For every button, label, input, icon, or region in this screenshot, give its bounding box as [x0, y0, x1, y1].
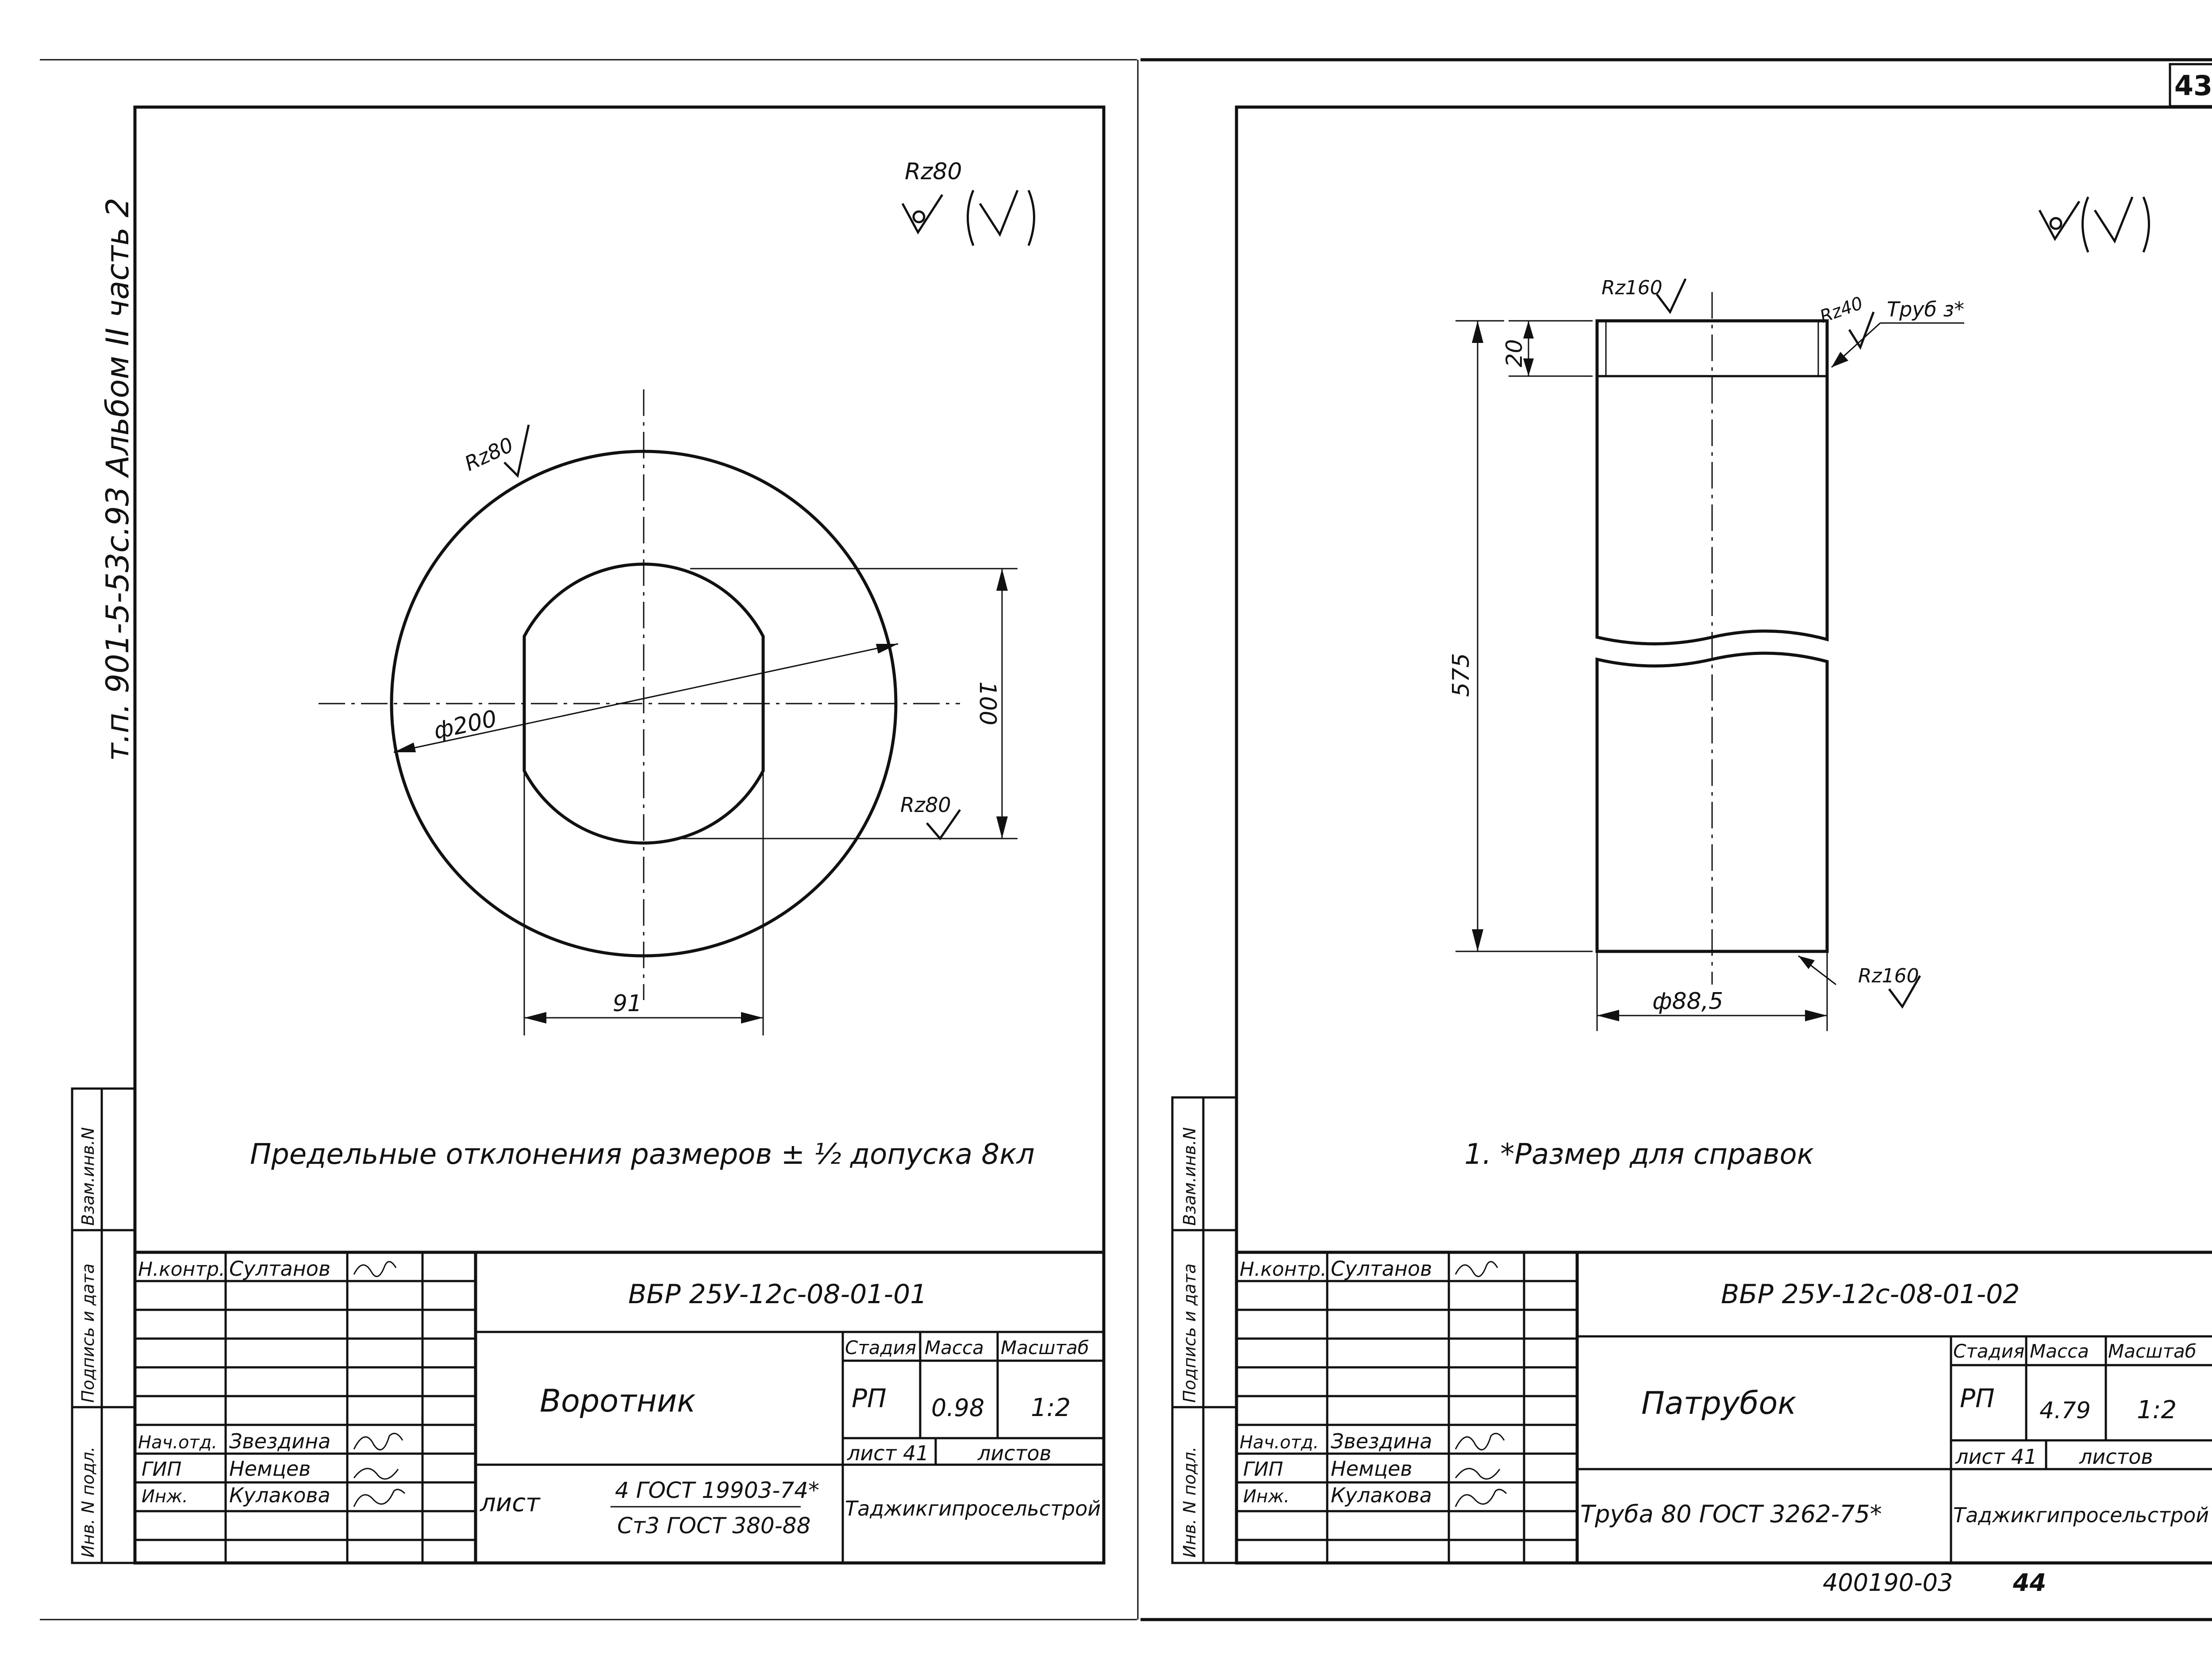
right-title-block [1237, 1251, 2212, 1563]
left-role-2: Нач.отд. [138, 1432, 217, 1453]
left-side-inv-no: Инв. N подл. [78, 1447, 98, 1558]
washer-diameter-label: ф200 [431, 705, 499, 745]
left-sheets-label: листов [977, 1441, 1052, 1465]
left-name-2: Звездина [229, 1429, 330, 1453]
right-side-signature-date: Подпись и дата [1180, 1263, 1199, 1403]
left-col-stage: Стадия [845, 1337, 916, 1358]
left-signatures [353, 1261, 406, 1507]
right-scale: 1:2 [2137, 1396, 2177, 1424]
pipe-roughness-bottom: Rz160 [1858, 965, 1919, 987]
right-col-mass: Масса [2030, 1340, 2089, 1362]
left-role-4: Инж. [142, 1486, 188, 1507]
right-designation: ВБР 25У-12с-08-01-02 [1721, 1279, 2020, 1310]
left-roughness-symbol [901, 190, 1035, 246]
left-mass: 0.98 [931, 1394, 984, 1422]
right-name-4: Кулакова [1331, 1483, 1432, 1507]
right-organization: Таджикгипросельстрой [1953, 1503, 2209, 1527]
pipe-lower-body [1595, 651, 1829, 953]
right-role-2: Нач.отд. [1240, 1432, 1319, 1453]
left-scale: 1:2 [1031, 1393, 1071, 1422]
left-designation: ВБР 25У-12с-08-01-01 [628, 1279, 927, 1310]
left-sheet-no: лист 41 [847, 1441, 929, 1465]
right-role-4: Инж. [1243, 1486, 1290, 1507]
right-role-3: ГИП [1243, 1458, 1283, 1481]
left-role-1: Н.контр. [138, 1258, 225, 1281]
washer-roughness-outer: Rz80 [461, 433, 517, 476]
left-material-line2: Ст3 ГОСТ 380-88 [617, 1513, 810, 1539]
pipe-drawing: 20 575 ф88,5 Rz160 Rz40 Труб з* Rz160 [1448, 277, 1964, 1031]
right-col-scale: Масштаб [2108, 1340, 2197, 1362]
washer-drawing: ф200 100 91 Rz80 Rz80 [319, 389, 1018, 1035]
left-side-column [71, 1087, 136, 1564]
washer-width-label: 91 [613, 990, 642, 1017]
left-material-line1: 4 ГОСТ 19903-74* [615, 1478, 819, 1503]
left-organization: Таджикгипросельстрой [845, 1497, 1101, 1520]
right-material-line1: Труба 80 ГОСТ 3262-75* [1580, 1500, 1882, 1528]
left-name-1: Султанов [229, 1257, 330, 1281]
left-sheet-frame [133, 105, 1106, 1565]
side-stamp-text: т.п. 901-5-53с.93 Альбом II часть 2 [100, 198, 136, 761]
right-name-3: Немцев [1331, 1457, 1412, 1481]
left-name-4: Кулакова [229, 1483, 330, 1507]
pipe-roughness-chamfer: Rz40 [1817, 293, 1866, 327]
left-material-prefix: лист [480, 1489, 541, 1517]
left-roughness-general-label: Rz80 [905, 158, 962, 185]
right-col-stage: Стадия [1953, 1340, 2024, 1362]
page-number: 43 [2174, 69, 2212, 102]
archive-number: 400190-03 [1823, 1569, 1953, 1597]
left-side-ref-no: Взам.инв.N [78, 1127, 98, 1226]
right-sheet-frame [1235, 105, 2212, 1565]
right-reference-note: 1. *Размер для справок [1464, 1138, 1814, 1171]
right-name-2: Звездина [1331, 1429, 1432, 1453]
archive-page: 44 [2012, 1569, 2046, 1597]
right-signatures [1455, 1261, 1507, 1507]
washer-height-label: 100 [974, 681, 1001, 725]
left-side-signature-date: Подпись и дата [78, 1263, 98, 1403]
right-roughness-symbol [2038, 196, 2150, 253]
left-name-3: Немцев [229, 1457, 311, 1481]
pipe-diameter-label: ф88,5 [1652, 988, 1723, 1015]
right-side-ref-no: Взам.инв.N [1180, 1127, 1199, 1226]
left-stage: РП [852, 1383, 887, 1413]
left-col-scale: Масштаб [1001, 1337, 1089, 1358]
pipe-material-callout: Труб з* [1887, 297, 1964, 321]
right-stage: РП [1960, 1383, 1995, 1413]
pipe-roughness-top: Rz160 [1601, 277, 1663, 299]
right-side-inv-no: Инв. N подл. [1180, 1447, 1199, 1558]
left-part-name: Воротник [540, 1383, 695, 1419]
washer-roughness-inner: Rz80 [900, 793, 951, 817]
right-sheet-outer-border [1141, 58, 2212, 1621]
pipe-length-label: 575 [1448, 653, 1475, 697]
left-title-block [135, 1251, 1104, 1563]
left-col-mass: Масса [925, 1337, 984, 1358]
right-mass: 4.79 [2039, 1397, 2091, 1424]
pipe-top-band-label: 20 [1502, 339, 1527, 367]
right-name-1: Султанов [1331, 1257, 1432, 1281]
right-sheets-label: листов [2079, 1445, 2153, 1469]
right-part-name: Патрубок [1641, 1385, 1796, 1421]
right-sheet-no: лист 41 [1955, 1445, 2037, 1469]
right-role-1: Н.контр. [1240, 1258, 1327, 1281]
left-role-3: ГИП [142, 1458, 182, 1481]
left-tolerance-note: Предельные отклонения размеров ± ½ допус… [250, 1138, 1035, 1171]
